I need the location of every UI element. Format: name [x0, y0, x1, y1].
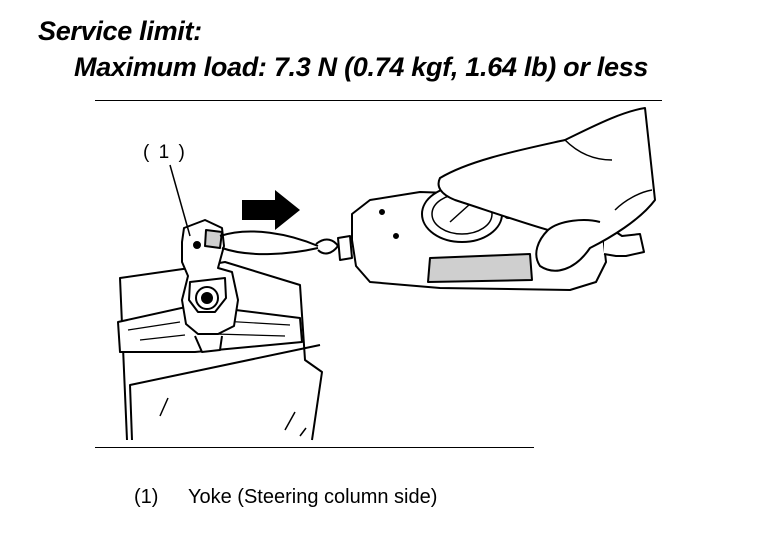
- pull-direction-arrow-icon: [242, 190, 300, 230]
- caption-number: (1): [134, 486, 159, 508]
- top-divider: [95, 100, 662, 101]
- callout-number-1: ( 1 ): [143, 142, 187, 163]
- hand: [437, 107, 656, 272]
- figure-caption: (1) Yoke (Steering column side): [134, 486, 437, 509]
- hook-wire: [219, 230, 340, 256]
- caption-text: Yoke (Steering column side): [188, 486, 438, 508]
- yoke-part: [181, 219, 239, 353]
- service-limit-heading: Service limit:: [38, 16, 202, 46]
- bottom-divider: [95, 447, 534, 448]
- maximum-load-spec: Maximum load: 7.3 N (0.74 kgf, 1.64 lb) …: [74, 52, 649, 82]
- callout-leader-line: [169, 164, 191, 237]
